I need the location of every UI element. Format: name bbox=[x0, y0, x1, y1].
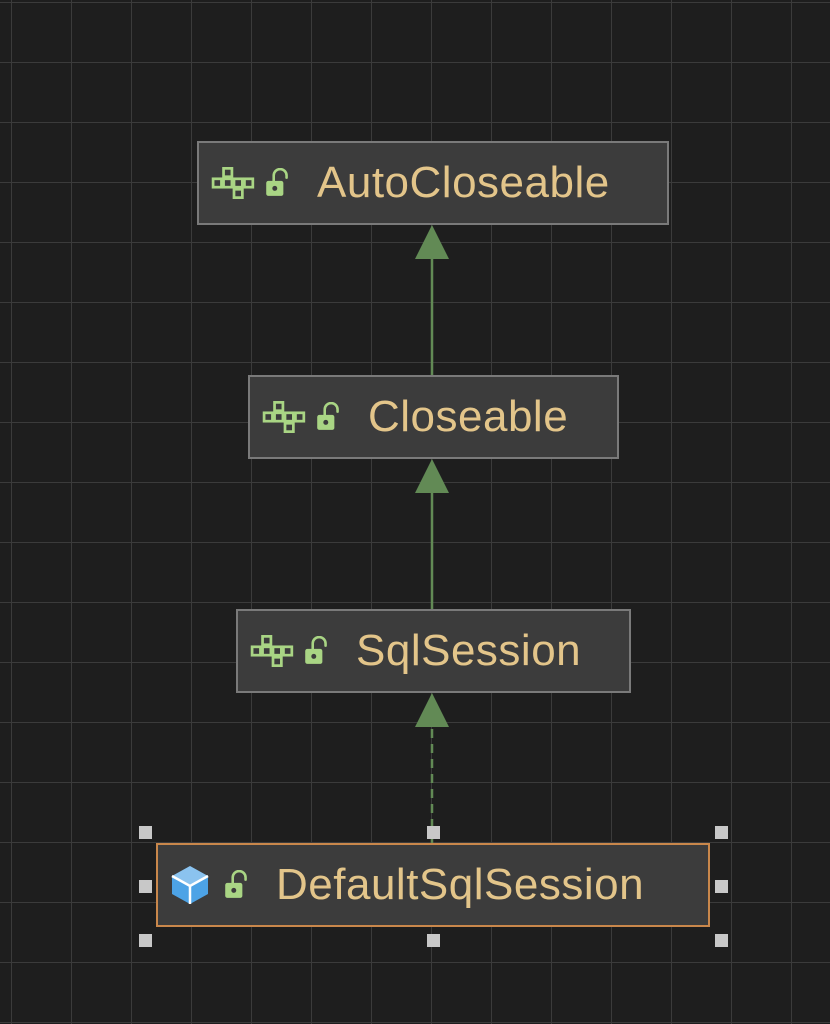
unlock-icon bbox=[265, 168, 291, 198]
resize-handle-middle-right[interactable] bbox=[715, 880, 728, 893]
node-label: DefaultSqlSession bbox=[276, 860, 645, 909]
node-label: SqlSession bbox=[356, 626, 582, 675]
interface-icon bbox=[262, 400, 308, 434]
interface-icon bbox=[250, 634, 296, 668]
arrowhead-closeable-to-autocloseable bbox=[415, 225, 449, 259]
resize-handle-middle-left[interactable] bbox=[139, 880, 152, 893]
arrowhead-sqlsession-to-closeable bbox=[415, 459, 449, 493]
interface-icon bbox=[211, 166, 257, 200]
unlock-icon bbox=[304, 636, 330, 666]
unlock-icon bbox=[224, 870, 250, 900]
defaultsqlsession-class-node[interactable]: DefaultSqlSession bbox=[156, 843, 710, 927]
resize-handle-top-left[interactable] bbox=[139, 826, 152, 839]
resize-handle-top-center[interactable] bbox=[427, 826, 440, 839]
sqlsession-interface-node[interactable]: SqlSession bbox=[236, 609, 631, 693]
closeable-interface-node[interactable]: Closeable bbox=[248, 375, 619, 459]
autocloseable-interface-node[interactable]: AutoCloseable bbox=[197, 141, 669, 225]
resize-handle-bottom-right[interactable] bbox=[715, 934, 728, 947]
arrowhead-defaultsqlsession-to-sqlsession bbox=[415, 693, 449, 727]
class-icon bbox=[170, 864, 210, 906]
resize-handle-top-right[interactable] bbox=[715, 826, 728, 839]
resize-handle-bottom-center[interactable] bbox=[427, 934, 440, 947]
resize-handle-bottom-left[interactable] bbox=[139, 934, 152, 947]
node-label: AutoCloseable bbox=[317, 158, 610, 207]
unlock-icon bbox=[316, 402, 342, 432]
node-label: Closeable bbox=[368, 392, 569, 441]
